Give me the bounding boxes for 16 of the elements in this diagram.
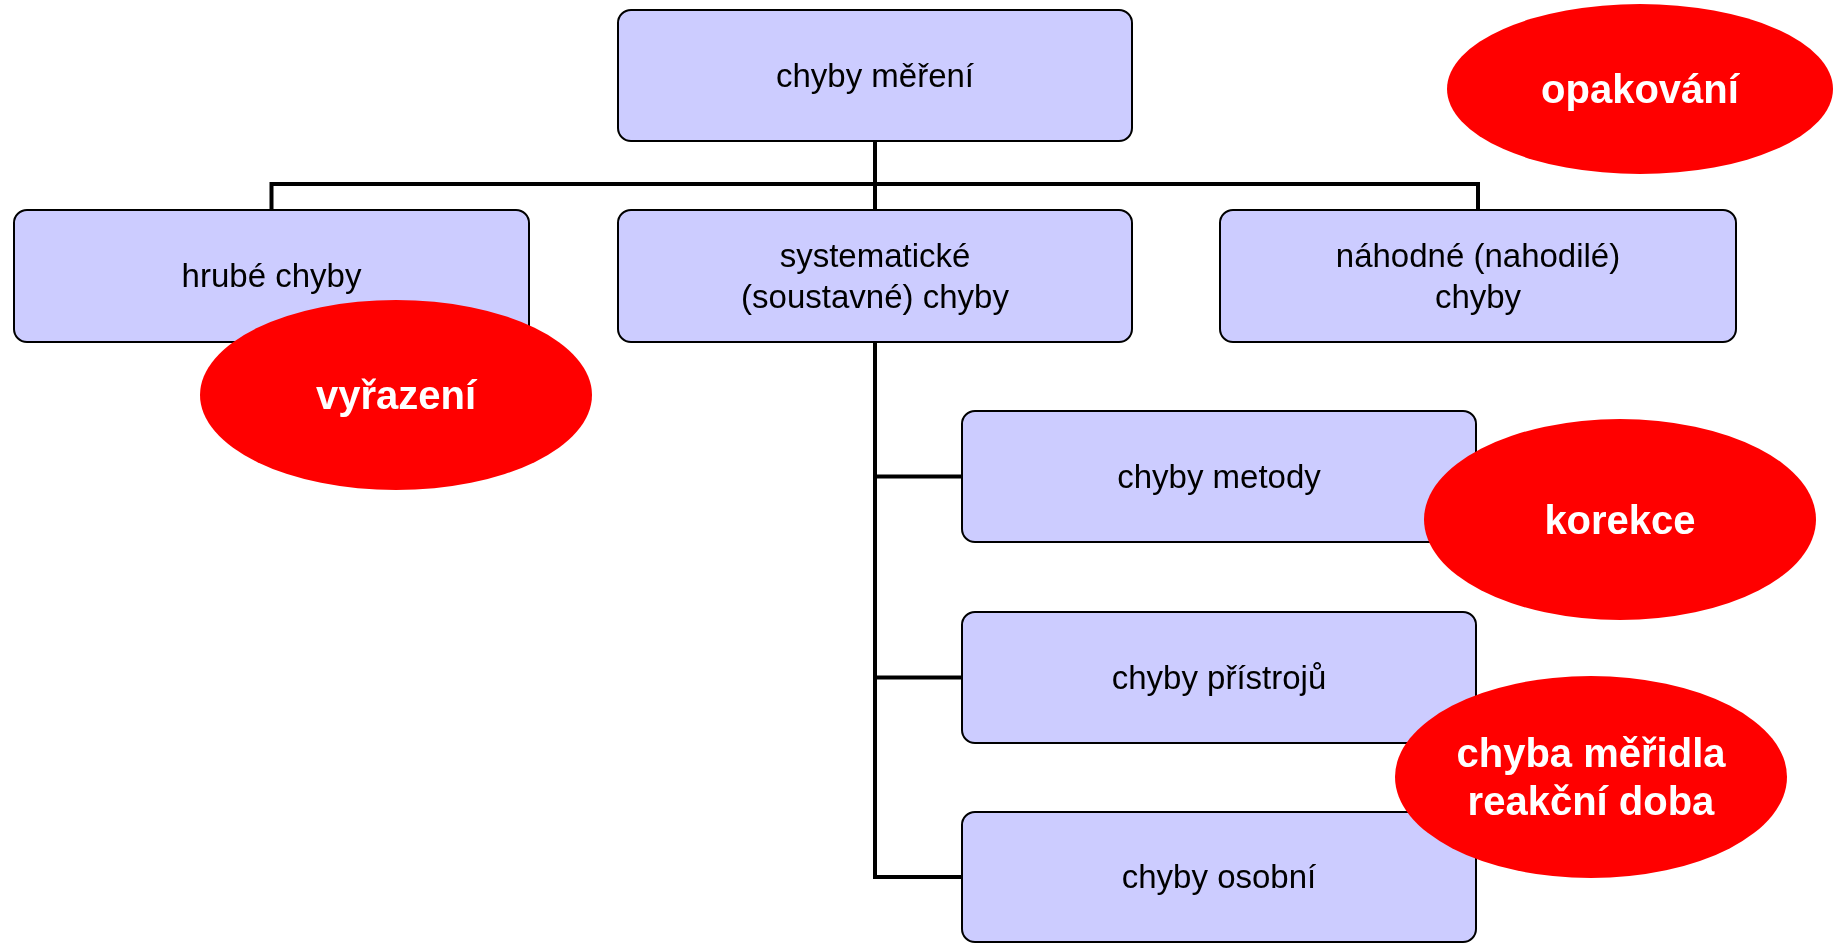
- node-text: chyby osobní: [1121, 857, 1317, 898]
- node-text: reakční doba: [1467, 778, 1715, 825]
- category-box: [617, 9, 1133, 142]
- category-box: [1219, 209, 1737, 343]
- category-box: [617, 209, 1133, 343]
- node-text: chyba měřidla: [1456, 730, 1726, 777]
- node-text: hrubé chyby: [181, 256, 362, 297]
- node-text: korekce: [1544, 496, 1696, 544]
- node-text: opakování: [1541, 66, 1739, 113]
- node-text: náhodné (nahodilé) chyby: [1334, 235, 1622, 317]
- node-text: chyby metody: [1117, 456, 1321, 497]
- node-text: chyby měření: [775, 55, 975, 96]
- node-text: vyřazení: [315, 372, 477, 419]
- node-text: systematické (soustavné) chyby: [740, 235, 1010, 317]
- node-text: chyby přístrojů: [1111, 657, 1327, 698]
- category-box: [961, 410, 1477, 543]
